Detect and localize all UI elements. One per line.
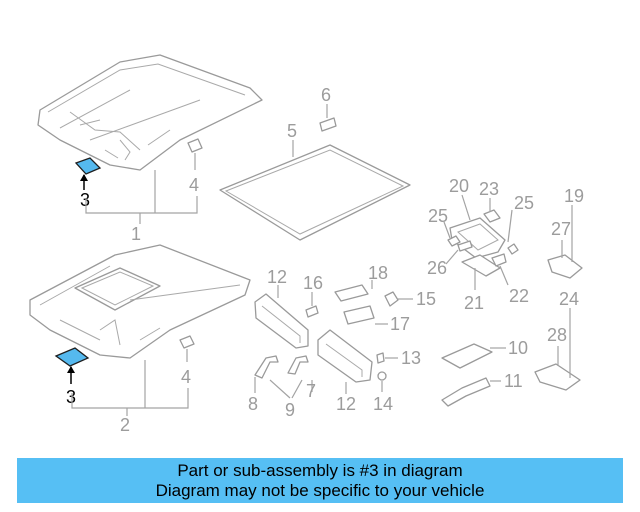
callout-18: 18 — [368, 263, 388, 283]
sun-visor-pad-upper[interactable] — [74, 157, 102, 175]
lens-26 — [457, 240, 473, 252]
callout-11: 11 — [504, 371, 523, 391]
callout-12-upper: 12 — [267, 267, 287, 287]
headliner-lower — [29, 244, 251, 359]
lamp-24 — [534, 363, 581, 391]
callout-3-upper: 3 — [80, 190, 90, 210]
bracket-1 — [85, 170, 198, 214]
sun-visor-12-lower — [317, 329, 373, 383]
callout-28: 28 — [547, 325, 567, 345]
headliner-upper — [37, 54, 263, 171]
callout-5: 5 — [287, 121, 297, 141]
callout-15: 15 — [416, 289, 436, 309]
callout-4-upper: 4 — [189, 175, 199, 195]
map-lamp-10 — [441, 343, 493, 369]
lamp-19 — [547, 254, 583, 279]
clip-6 — [319, 117, 337, 132]
callout-17: 17 — [390, 314, 410, 334]
grip-8 — [254, 355, 279, 379]
bracket-21 — [461, 254, 501, 277]
callout-22: 22 — [509, 286, 529, 306]
callout-12-lower: 12 — [336, 394, 356, 414]
banner-line-1: Part or sub-assembly is #3 in diagram — [177, 461, 463, 480]
bulb-25a — [447, 235, 461, 247]
callout-10: 10 — [508, 338, 528, 358]
switch-23 — [483, 209, 501, 223]
callout-24: 24 — [559, 289, 579, 309]
callout-14: 14 — [373, 394, 393, 414]
callout-2: 2 — [120, 415, 130, 435]
clip-16 — [305, 305, 319, 318]
callout-16: 16 — [303, 273, 323, 293]
callout-20: 20 — [449, 176, 469, 196]
callout-3-lower: 3 — [66, 387, 76, 407]
clip-22 — [491, 253, 507, 267]
callout-19: 19 — [564, 186, 584, 206]
callout-7: 7 — [306, 381, 316, 401]
hook-15 — [384, 291, 399, 307]
callout-21: 21 — [464, 293, 484, 313]
callout-27: 27 — [551, 219, 571, 239]
callout-25-left: 25 — [428, 206, 448, 226]
roof-panel-5 — [219, 144, 411, 241]
callout-4-lower: 4 — [181, 367, 191, 387]
callout-26: 26 — [427, 258, 447, 278]
callout-6: 6 — [321, 85, 331, 105]
callout-9: 9 — [285, 400, 295, 420]
callout-8: 8 — [248, 394, 258, 414]
callout-25-right: 25 — [514, 193, 534, 213]
screw-13 — [376, 352, 385, 364]
clip-4-lower — [179, 335, 195, 349]
grip-7 — [287, 355, 309, 375]
sun-visor-pad-lower[interactable] — [54, 347, 90, 367]
parts-diagram: 3 4 1 6 5 3 4 2 12 16 18 — [29, 54, 584, 435]
lamp-18 — [334, 284, 369, 302]
bracket-11 — [441, 377, 491, 407]
clip-4-upper — [187, 138, 203, 153]
callout-13: 13 — [401, 348, 421, 368]
mirror-17 — [343, 305, 375, 325]
bulb-25b — [507, 243, 519, 255]
leader-9 — [269, 379, 303, 399]
cap-14 — [377, 371, 387, 381]
console-20 — [449, 217, 506, 259]
banner-line-2: Diagram may not be specific to your vehi… — [155, 481, 485, 500]
bracket-2 — [71, 360, 189, 409]
info-banner: Part or sub-assembly is #3 in diagram Di… — [17, 458, 623, 503]
callout-1: 1 — [131, 224, 141, 244]
callout-23: 23 — [479, 179, 499, 199]
